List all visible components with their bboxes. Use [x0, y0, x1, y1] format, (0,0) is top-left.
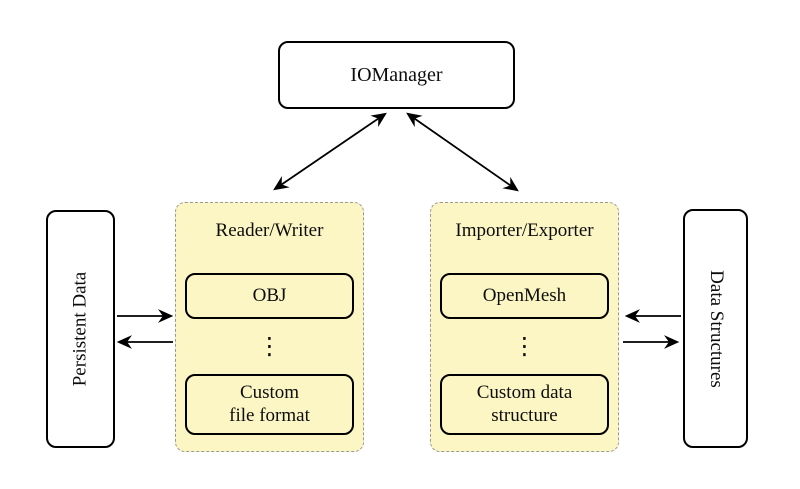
- obj-box: OBJ: [185, 273, 354, 319]
- persistent-data-box: Persistent Data: [46, 210, 115, 448]
- custom-file-format-line2: file format: [229, 404, 310, 426]
- arrow-iomanager-readerwriter: [273, 112, 387, 191]
- openmesh-box: OpenMesh: [440, 273, 609, 319]
- custom-file-format-line1: Custom: [239, 382, 300, 404]
- custom-file-format-box: Custom file format: [185, 374, 354, 435]
- reader-writer-group: Reader/Writer OBJ ⋮ Custom file format: [175, 202, 364, 452]
- data-structures-box: Data Structures: [683, 209, 748, 448]
- custom-data-structure-line1: Custom data: [476, 382, 573, 404]
- custom-data-structure-line2: structure: [491, 404, 558, 426]
- persistent-data-label: Persistent Data: [69, 271, 91, 387]
- iomanager-label: IOManager: [350, 63, 443, 86]
- custom-data-structure-box: Custom data structure: [440, 374, 609, 435]
- reader-writer-ellipsis: ⋮: [257, 332, 282, 360]
- obj-label: OBJ: [252, 284, 287, 306]
- iomanager-box: IOManager: [278, 41, 515, 109]
- importer-exporter-title: Importer/Exporter: [455, 220, 594, 241]
- data-structures-label: Data Structures: [705, 269, 727, 388]
- openmesh-label: OpenMesh: [482, 284, 567, 306]
- arrow-iomanager-importerexporter: [406, 112, 519, 192]
- reader-writer-title: Reader/Writer: [215, 220, 324, 241]
- importer-exporter-group: Importer/Exporter OpenMesh ⋮ Custom data…: [430, 202, 619, 452]
- importer-exporter-ellipsis: ⋮: [512, 332, 537, 360]
